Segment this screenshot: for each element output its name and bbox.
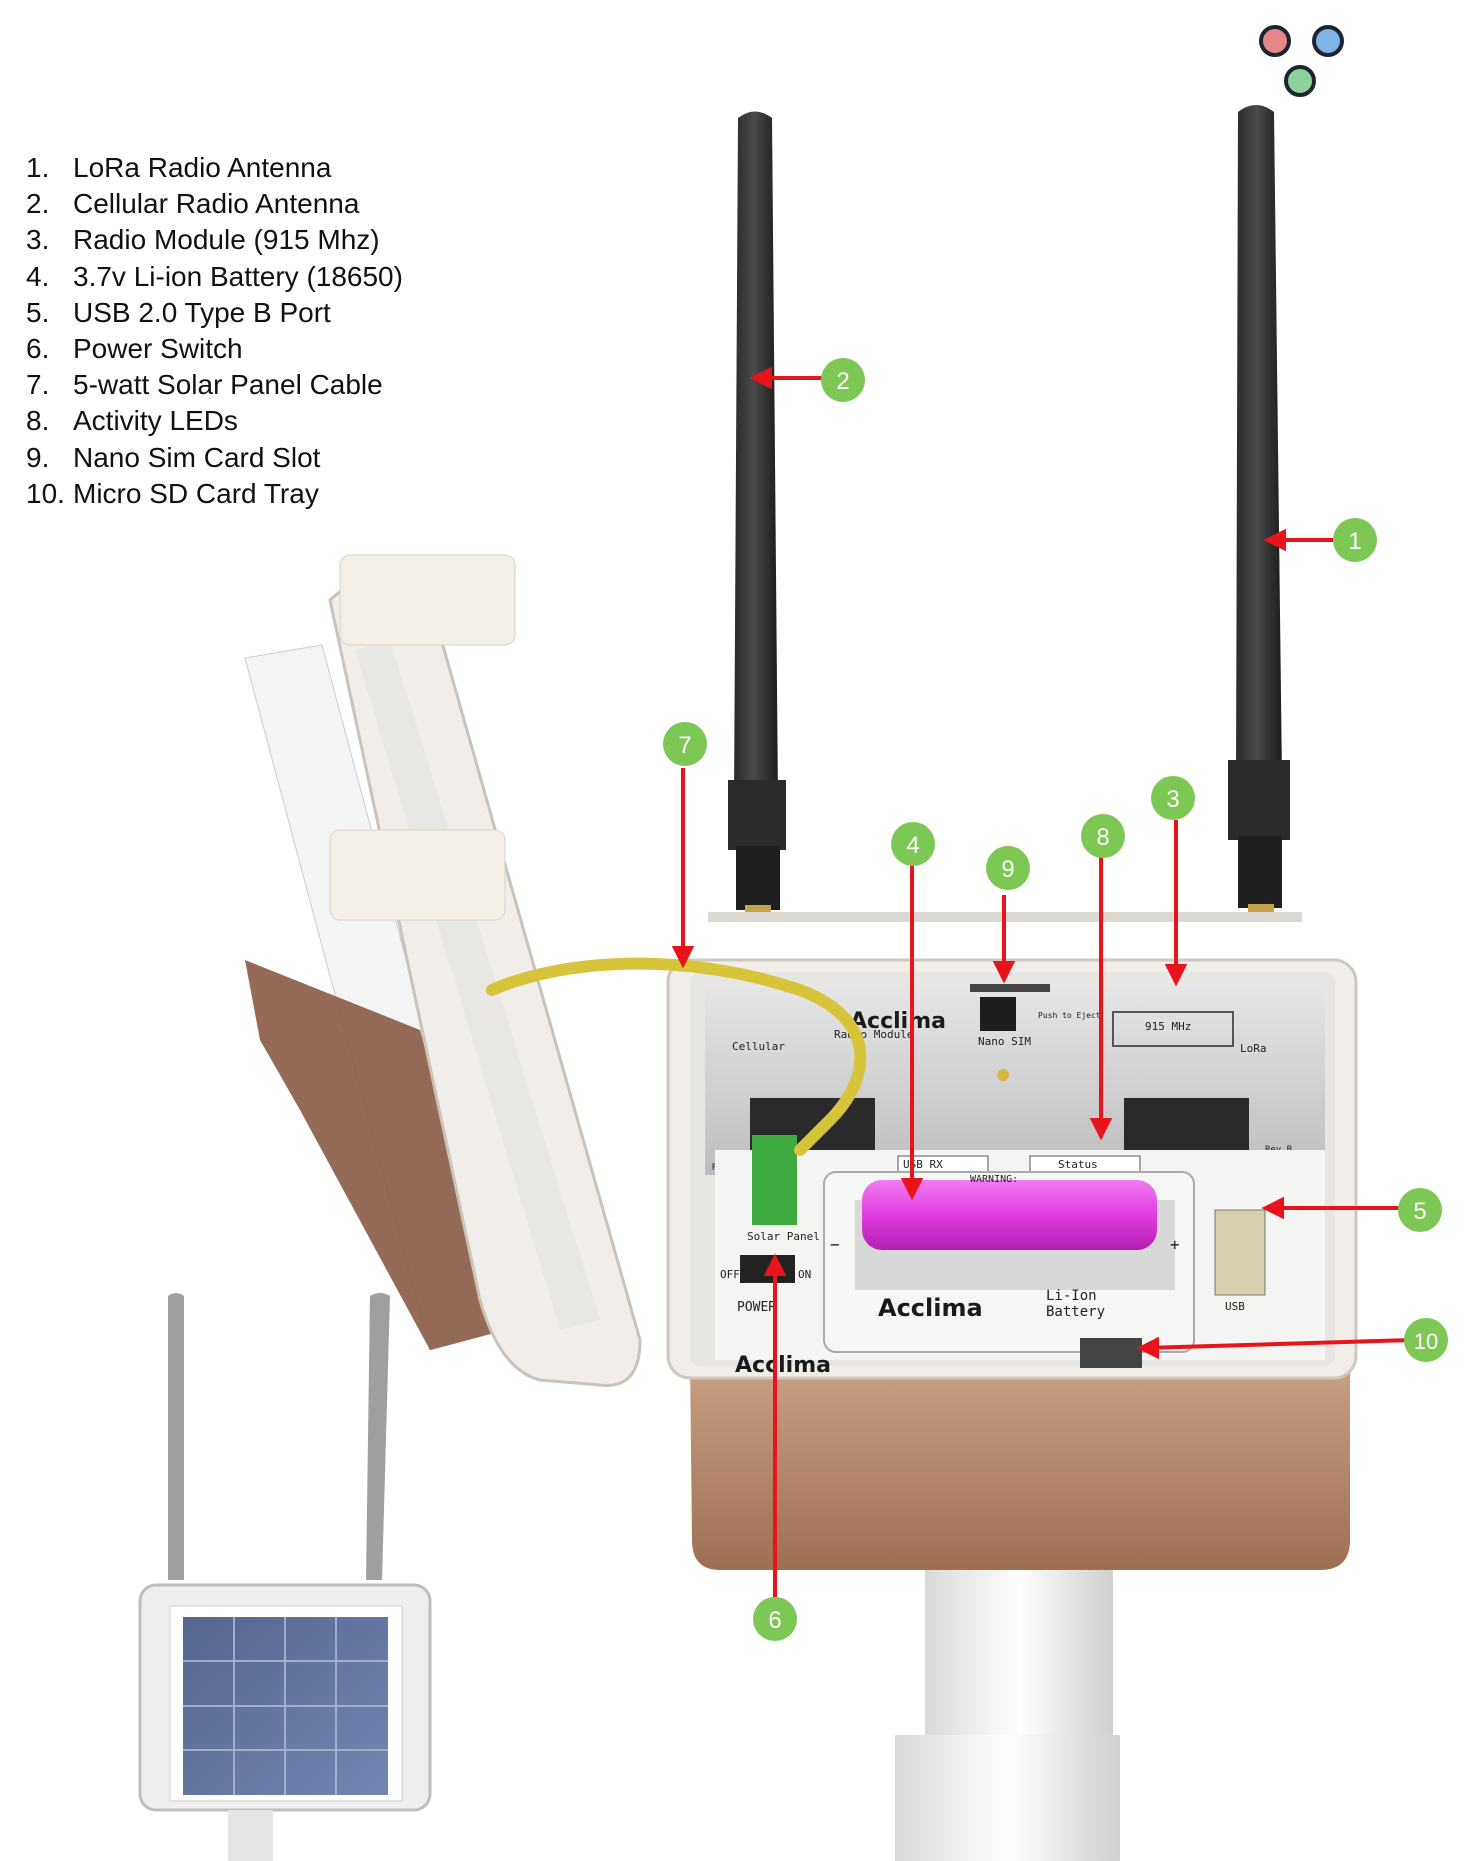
callout-5: 5 — [1398, 1188, 1442, 1232]
usb-label: USB — [1225, 1300, 1245, 1313]
legend-item: 9. Nano Sim Card Slot — [26, 440, 403, 476]
frequency-label: 915 MHz — [1145, 1020, 1191, 1033]
callout-3-number: 3 — [1166, 786, 1179, 813]
li-ion-label: Li-Ion — [1046, 1288, 1097, 1304]
legend-number: 10. — [26, 477, 65, 509]
usb-rx-label: USB RX — [903, 1158, 943, 1171]
lora-antenna — [1228, 105, 1290, 918]
legend-label: Activity LEDs — [73, 405, 238, 437]
cellular-label: Cellular — [732, 1040, 785, 1053]
callout-8: 8 — [1081, 814, 1125, 858]
legend-label: Radio Module (915 Mhz) — [73, 224, 380, 256]
open-lid — [244, 554, 642, 1387]
plus-label: + — [1170, 1235, 1180, 1254]
on-label: ON — [798, 1268, 811, 1281]
legend-label: 3.7v Li-ion Battery (18650) — [73, 260, 403, 292]
legend-item: 8. Activity LEDs — [26, 403, 403, 439]
legend-number: 1. — [26, 152, 50, 183]
legend-label: Power Switch — [73, 333, 243, 365]
callout-10-number: 10 — [1414, 1329, 1438, 1354]
legend-label: Nano Sim Card Slot — [73, 441, 321, 473]
battery-cell — [862, 1180, 1157, 1250]
status-label: Status — [1058, 1158, 1098, 1171]
off-label: OFF — [720, 1268, 740, 1281]
inset-device — [138, 1293, 432, 1861]
legend-number: 8. — [26, 405, 50, 437]
legend-label: USB 2.0 Type B Port — [73, 296, 331, 328]
legend-number: 7. — [26, 369, 50, 401]
callout-9: 9 — [986, 846, 1030, 890]
module-brand-label: Acclima — [850, 1009, 946, 1034]
legend-number: 4. — [26, 260, 50, 292]
callout-8-number: 8 — [1096, 824, 1109, 851]
legend-label: Cellular Radio Antenna — [73, 188, 360, 220]
callout-1: 1 — [1333, 518, 1377, 562]
callout-6-number: 6 — [768, 1607, 781, 1634]
callout-2: 2 — [821, 358, 865, 402]
legend-number: 5. — [26, 296, 50, 328]
legend-item: 10.Micro SD Card Tray — [26, 476, 403, 512]
nano-sim-label: Nano SIM — [978, 1035, 1031, 1048]
solar-panel-label: Solar Panel — [747, 1230, 820, 1243]
battery-brand-label: Acclima — [878, 1294, 983, 1322]
power-label: POWER — [737, 1300, 776, 1315]
callout-9-number: 9 — [1001, 856, 1014, 883]
warning-label: WARNING: — [970, 1174, 1018, 1185]
legend-item: 7. 5-watt Solar Panel Cable — [26, 367, 403, 403]
legend-item: 1. LoRa Radio Antenna — [26, 150, 403, 186]
sim-slot-icon — [980, 997, 1016, 1031]
callout-arrows — [671, 366, 1413, 1598]
callout-1-number: 1 — [1348, 528, 1361, 555]
legend-item: 3. Radio Module (915 Mhz) — [26, 222, 403, 258]
callout-7-number: 7 — [678, 732, 691, 759]
legend-number: 6. — [26, 333, 50, 365]
sd-card-tray — [1080, 1338, 1142, 1368]
base-brand-label: Acclima — [735, 1353, 831, 1378]
battery-label: Battery — [1046, 1304, 1105, 1320]
legend-item: 5. USB 2.0 Type B Port — [26, 295, 403, 331]
legend-label: LoRa Radio Antenna — [73, 152, 332, 183]
callout-6: 6 — [753, 1597, 797, 1641]
legend-item: 6. Power Switch — [26, 331, 403, 367]
legend-label: 5-watt Solar Panel Cable — [73, 369, 383, 401]
lora-label: LoRa — [1240, 1042, 1267, 1055]
legend-number: 2. — [26, 188, 50, 220]
callout-5-number: 5 — [1413, 1198, 1426, 1225]
legend-number: 9. — [26, 441, 50, 473]
callout-7: 7 — [663, 722, 707, 766]
legend-number: 3. — [26, 224, 50, 256]
callout-4-number: 4 — [906, 832, 919, 859]
legend-item: 2. Cellular Radio Antenna — [26, 186, 403, 222]
cellular-antenna — [728, 111, 786, 919]
three-dots-logo — [1259, 25, 1344, 97]
solar-panel-cable — [486, 957, 867, 1156]
callout-10: 10 — [1404, 1318, 1448, 1362]
minus-label: − — [830, 1235, 840, 1254]
callout-3: 3 — [1151, 776, 1195, 820]
legend-item: 4. 3.7v Li-ion Battery (18650) — [26, 259, 403, 295]
callout-2-number: 2 — [836, 368, 849, 395]
push-eject-label: Push to Eject — [1038, 1011, 1101, 1020]
callout-4: 4 — [891, 822, 935, 866]
parts-legend: 1. LoRa Radio Antenna 2. Cellular Radio An… — [26, 150, 403, 512]
legend-label: Micro SD Card Tray — [73, 477, 319, 509]
